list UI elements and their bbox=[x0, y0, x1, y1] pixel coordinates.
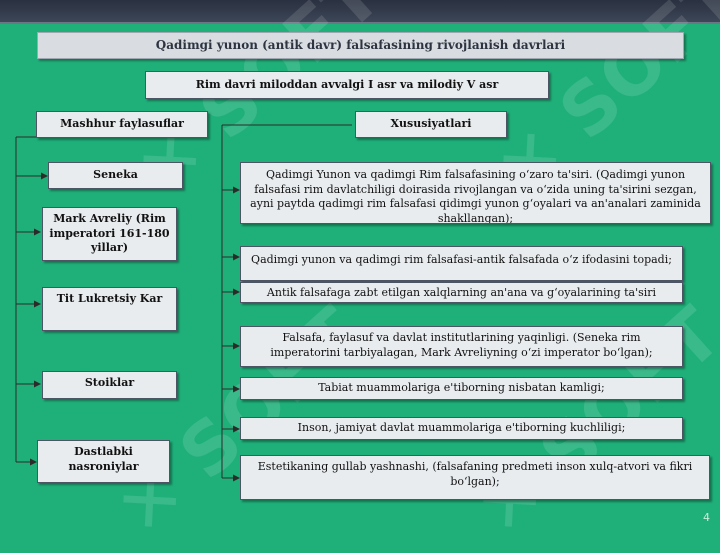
feature-item: Estetikaning gullab yashnashi, (falsafan… bbox=[240, 455, 710, 500]
feature-item: Falsafa, faylasuf va davlat institutlari… bbox=[240, 326, 683, 367]
philosopher-item: Seneka bbox=[48, 162, 183, 189]
connector-lines bbox=[15, 124, 352, 482]
feature-item: Inson, jamiyat davlat muammolariga e'tib… bbox=[240, 417, 683, 440]
features-header: Xususiyatlari bbox=[355, 111, 507, 138]
page-number: 4 bbox=[703, 511, 710, 524]
feature-item: Antik falsafaga zabt etilgan xalqlarning… bbox=[240, 282, 683, 303]
philosopher-item: Dastlabki nasroniylar bbox=[37, 440, 170, 483]
top-bar-divider bbox=[0, 22, 720, 24]
feature-item: Qadimgi yunon va qadimgi rim falsafasi-a… bbox=[240, 246, 683, 281]
philosopher-item: Stoiklar bbox=[42, 371, 177, 399]
philosopher-item: Mark Avreliy (Rim imperatori 161-180 yil… bbox=[42, 207, 177, 261]
top-bar bbox=[0, 0, 720, 22]
feature-item: Qadimgi Yunon va qadimgi Rim falsafasini… bbox=[240, 162, 711, 224]
philosophers-header: Mashhur faylasuflar bbox=[36, 111, 208, 138]
philosopher-item: Tit Lukretsiy Kar bbox=[42, 287, 177, 331]
feature-item: Tabiat muammolariga e'tiborning nisbatan… bbox=[240, 377, 683, 400]
page-title: Qadimgi yunon (antik davr) falsafasining… bbox=[37, 32, 684, 59]
period-box: Rim davri miloddan avvalgi I asr va milo… bbox=[145, 71, 549, 99]
